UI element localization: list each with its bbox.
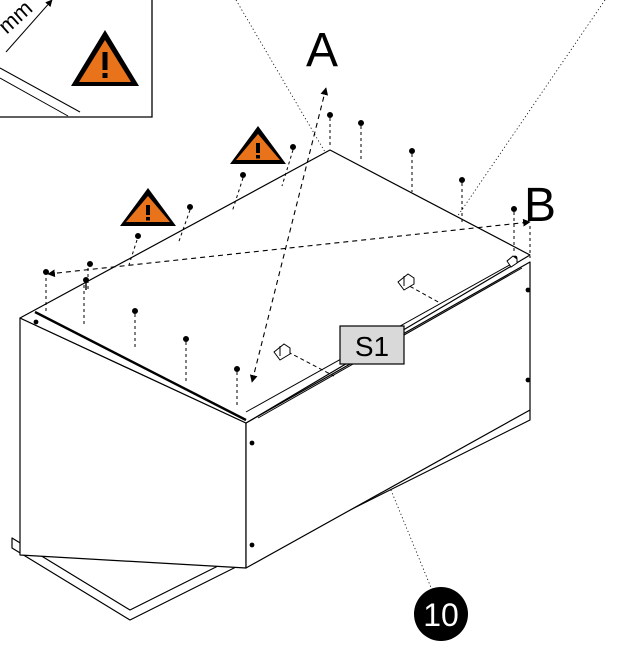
warning-triangle-icon <box>230 126 286 164</box>
cabinet-body <box>11 149 531 621</box>
screw-14 <box>459 177 465 222</box>
diagonal-b-label: B <box>524 179 556 232</box>
detail-inset: mm <box>0 0 153 118</box>
screw-11 <box>327 112 333 148</box>
step-number-badge: 10 <box>414 587 468 641</box>
part-label-text: S1 <box>355 331 389 362</box>
warning-triangle-icon <box>120 188 176 226</box>
part-label-box: S1 <box>339 325 405 365</box>
diagonal-a-label: A <box>306 24 338 77</box>
screw-6 <box>183 336 189 382</box>
inset-dimension-text: mm <box>0 0 37 38</box>
screw-13 <box>409 148 415 192</box>
corner-guides <box>45 226 531 312</box>
screw-8 <box>234 366 240 408</box>
screw-12 <box>358 120 364 162</box>
diagonal-a-line <box>249 87 329 383</box>
screw-9 <box>231 172 246 213</box>
diagonal-arrows <box>47 87 531 383</box>
screw-1 <box>43 269 49 305</box>
warning-triangle-icon <box>71 30 139 86</box>
screw-4 <box>132 308 138 350</box>
step-number-text: 10 <box>423 597 459 633</box>
